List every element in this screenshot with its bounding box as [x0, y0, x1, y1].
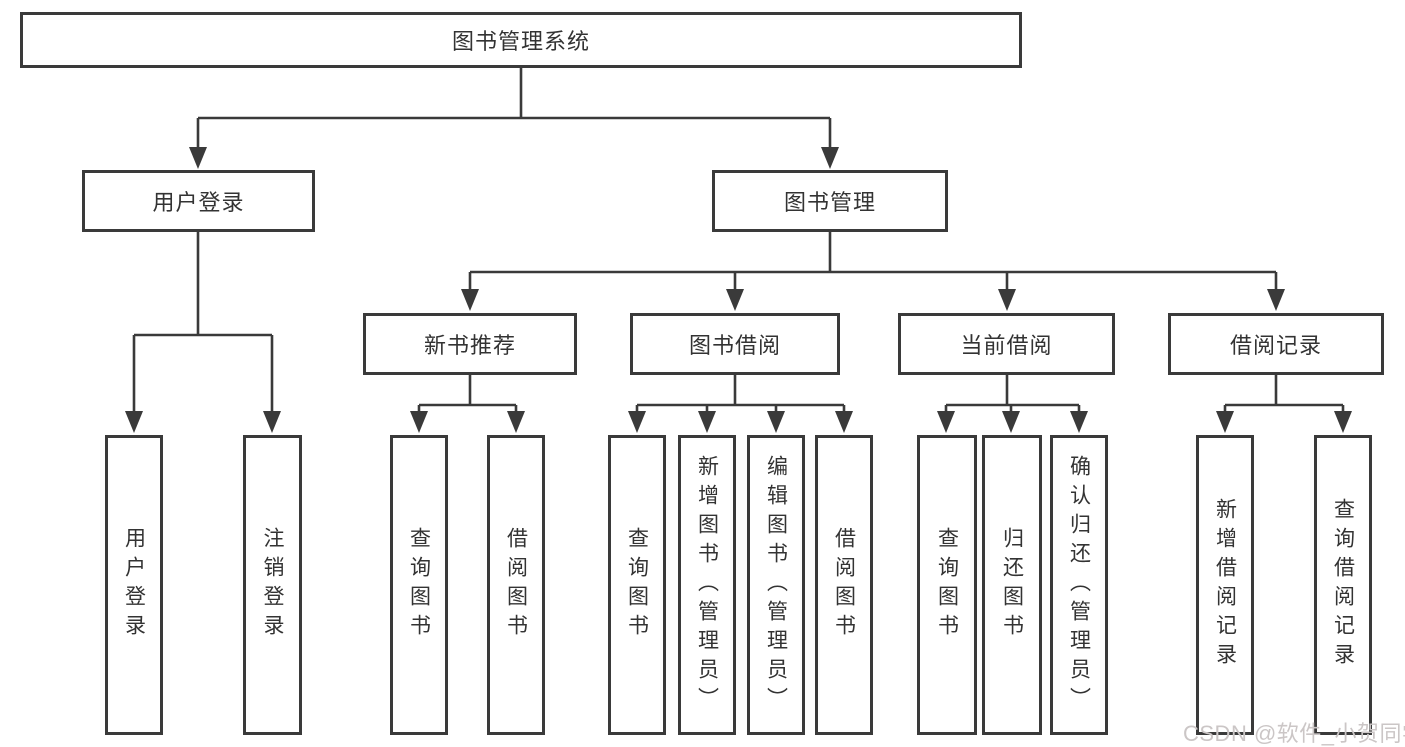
node-current-borrow: 当前借阅	[898, 313, 1115, 375]
node-root: 图书管理系统	[20, 12, 1022, 68]
leaf-bb-borrow-books: 借阅图书	[815, 435, 873, 735]
leaf-logout: 注销登录	[243, 435, 302, 735]
node-book-management: 图书管理	[712, 170, 948, 232]
node-user-login: 用户登录	[82, 170, 315, 232]
node-book-borrow: 图书借阅	[630, 313, 840, 375]
csdn-watermark: CSDN @软件_小贺同学	[1183, 721, 1405, 746]
leaf-nb-query-books: 查询图书	[390, 435, 448, 735]
leaf-bb-edit-book-admin: 编辑图书（管理员）	[747, 435, 805, 735]
node-new-book-recommend: 新书推荐	[363, 313, 577, 375]
leaf-bb-query-books: 查询图书	[608, 435, 666, 735]
node-borrow-records: 借阅记录	[1168, 313, 1384, 375]
leaf-cb-return-books: 归还图书	[982, 435, 1042, 735]
leaf-br-add-record: 新增借阅记录	[1196, 435, 1254, 735]
leaf-br-query-record: 查询借阅记录	[1314, 435, 1372, 735]
leaf-nb-borrow-books: 借阅图书	[487, 435, 545, 735]
leaf-user-login: 用户登录	[105, 435, 163, 735]
leaf-cb-confirm-return-admin: 确认归还（管理员）	[1050, 435, 1108, 735]
leaf-bb-add-book-admin: 新增图书（管理员）	[678, 435, 736, 735]
leaf-cb-query-books: 查询图书	[917, 435, 977, 735]
